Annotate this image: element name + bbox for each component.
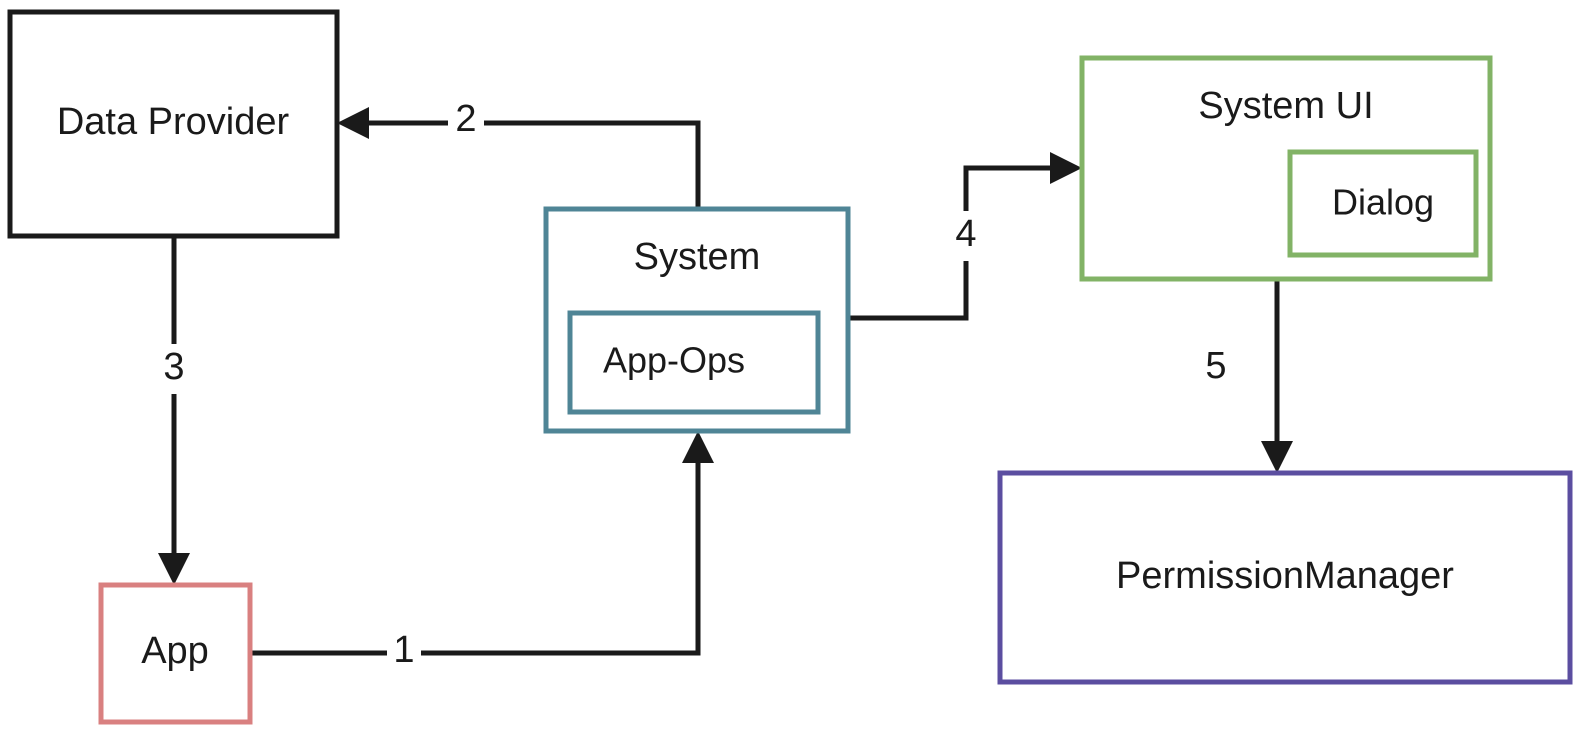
node-data-provider-box [7, 9, 340, 239]
node-permission-manager-box [997, 470, 1573, 685]
edge-5-system-ui-to-permission-manager[interactable]: 5 [1205, 279, 1293, 473]
edges-layer: 1 2 3 4 [154, 98, 1293, 674]
node-app-label: App [141, 630, 209, 672]
edge-4-label-backdrop [946, 211, 986, 261]
node-app[interactable]: App [98, 582, 253, 725]
edge-3-label-backdrop [154, 344, 194, 394]
edge-2-arrowhead [337, 107, 369, 139]
node-app-ops-box [567, 310, 821, 415]
edge-4-system-to-system-ui[interactable]: 4 [848, 152, 1082, 321]
edge-2-label-backdrop [448, 99, 484, 143]
edge-4-arrowhead [1050, 152, 1082, 184]
node-permission-manager-label: PermissionManager [1116, 555, 1454, 597]
edge-1-label: 1 [393, 629, 414, 671]
node-dialog-label: Dialog [1332, 182, 1434, 223]
node-dialog[interactable]: Dialog [1287, 149, 1479, 258]
node-data-provider[interactable]: Data Provider [7, 9, 340, 239]
edge-2-label: 2 [455, 98, 476, 140]
node-system-ui-label: System UI [1198, 85, 1373, 127]
edge-4-label: 4 [955, 213, 976, 255]
edge-2-line [349, 120, 701, 209]
edge-1-arrowhead [682, 431, 714, 463]
node-app-ops-label: App-Ops [603, 340, 745, 381]
edge-1-label-backdrop [387, 630, 421, 674]
nodes-layer: Data Provider System App-Ops System UI D… [7, 9, 1573, 725]
node-data-provider-label: Data Provider [57, 101, 290, 143]
node-dialog-box [1287, 149, 1479, 258]
node-system-label: System [634, 236, 761, 278]
edge-5-label: 5 [1205, 345, 1226, 387]
node-app-ops[interactable]: App-Ops [567, 310, 821, 415]
edge-3-label: 3 [163, 346, 184, 388]
edge-1-app-to-system[interactable]: 1 [250, 431, 714, 674]
edge-3-data-provider-to-app[interactable]: 3 [154, 236, 194, 585]
node-permission-manager[interactable]: PermissionManager [997, 470, 1573, 685]
node-app-box [98, 582, 253, 725]
edge-3-arrowhead [158, 553, 190, 585]
edge-2-system-to-data-provider[interactable]: 2 [337, 98, 701, 209]
edge-5-arrowhead [1261, 441, 1293, 473]
edge-1-line [250, 443, 701, 656]
